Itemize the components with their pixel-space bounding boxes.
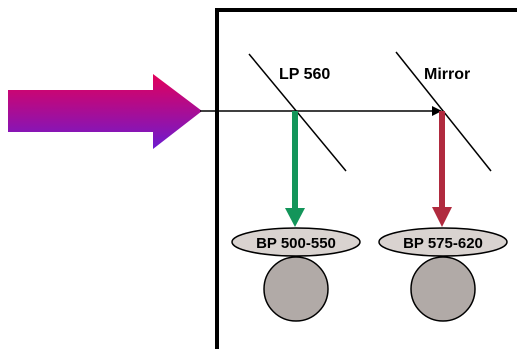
- right-filter-label: BP 575-620: [403, 235, 483, 252]
- dichroic-label: LP 560: [279, 66, 330, 83]
- red-channel-arrowhead: [432, 207, 452, 227]
- left-bandpass-filter: [231, 227, 361, 257]
- incoming-light-arrow: [8, 74, 202, 149]
- mirror-label: Mirror: [424, 66, 470, 83]
- green-channel-arrowhead: [285, 208, 305, 227]
- right-detector: [410, 256, 476, 322]
- left-filter-label: BP 500-550: [256, 235, 336, 252]
- red-channel-shaft: [439, 111, 445, 209]
- housing-box: [215, 8, 517, 349]
- right-bandpass-filter: [378, 227, 508, 257]
- left-detector: [263, 256, 329, 322]
- green-channel-shaft: [292, 111, 298, 210]
